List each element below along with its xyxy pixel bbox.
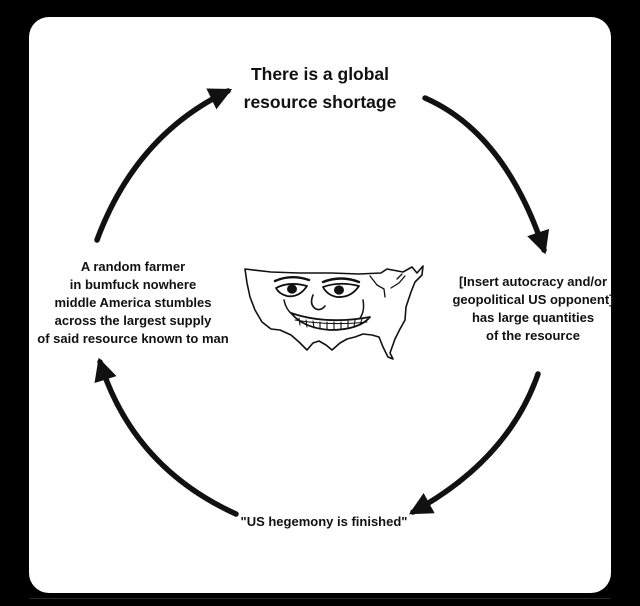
left-step-label-line-1: A random farmer <box>80 259 186 274</box>
right-step-label-line-4: of the resource <box>486 327 580 343</box>
left-step-label-line-2: in bumfuck nowhere <box>69 276 197 292</box>
trollface-usa-map-icon <box>244 265 424 360</box>
right-step-label-line-3: has large quantities <box>471 309 595 325</box>
cycle-diagram <box>94 88 550 517</box>
top-step-label-line-2: resource shortage <box>243 92 397 112</box>
top-step-label: There is a global resource shortage <box>29 60 611 116</box>
right-step-label-line-1: [Insert autocracy and/or <box>458 274 608 289</box>
left-step-label-line-5: of said resource known to man <box>37 330 229 346</box>
bottom-step-label: "US hegemony is finished" <box>240 514 408 529</box>
right-step-label: [Insert autocracy and/or geopolitical US… <box>437 273 629 345</box>
right-step-label-line-2: geopolitical US opponent] <box>452 291 614 307</box>
bottom-divider <box>30 598 610 599</box>
left-step-label-line-3: middle America stumbles <box>54 294 212 310</box>
left-step-label: A random farmer in bumfuck nowhere middl… <box>29 258 237 348</box>
arrow-bottom-to-left <box>94 357 239 517</box>
top-step-label-line-1: There is a global <box>250 64 390 84</box>
arrow-top-to-right <box>422 95 550 255</box>
left-step-label-line-4: across the largest supply <box>54 312 212 328</box>
arrow-left-to-top <box>94 88 233 243</box>
diagram-card: There is a global resource shortage [Ins… <box>29 17 614 593</box>
arrow-right-to-bottom <box>408 371 541 515</box>
